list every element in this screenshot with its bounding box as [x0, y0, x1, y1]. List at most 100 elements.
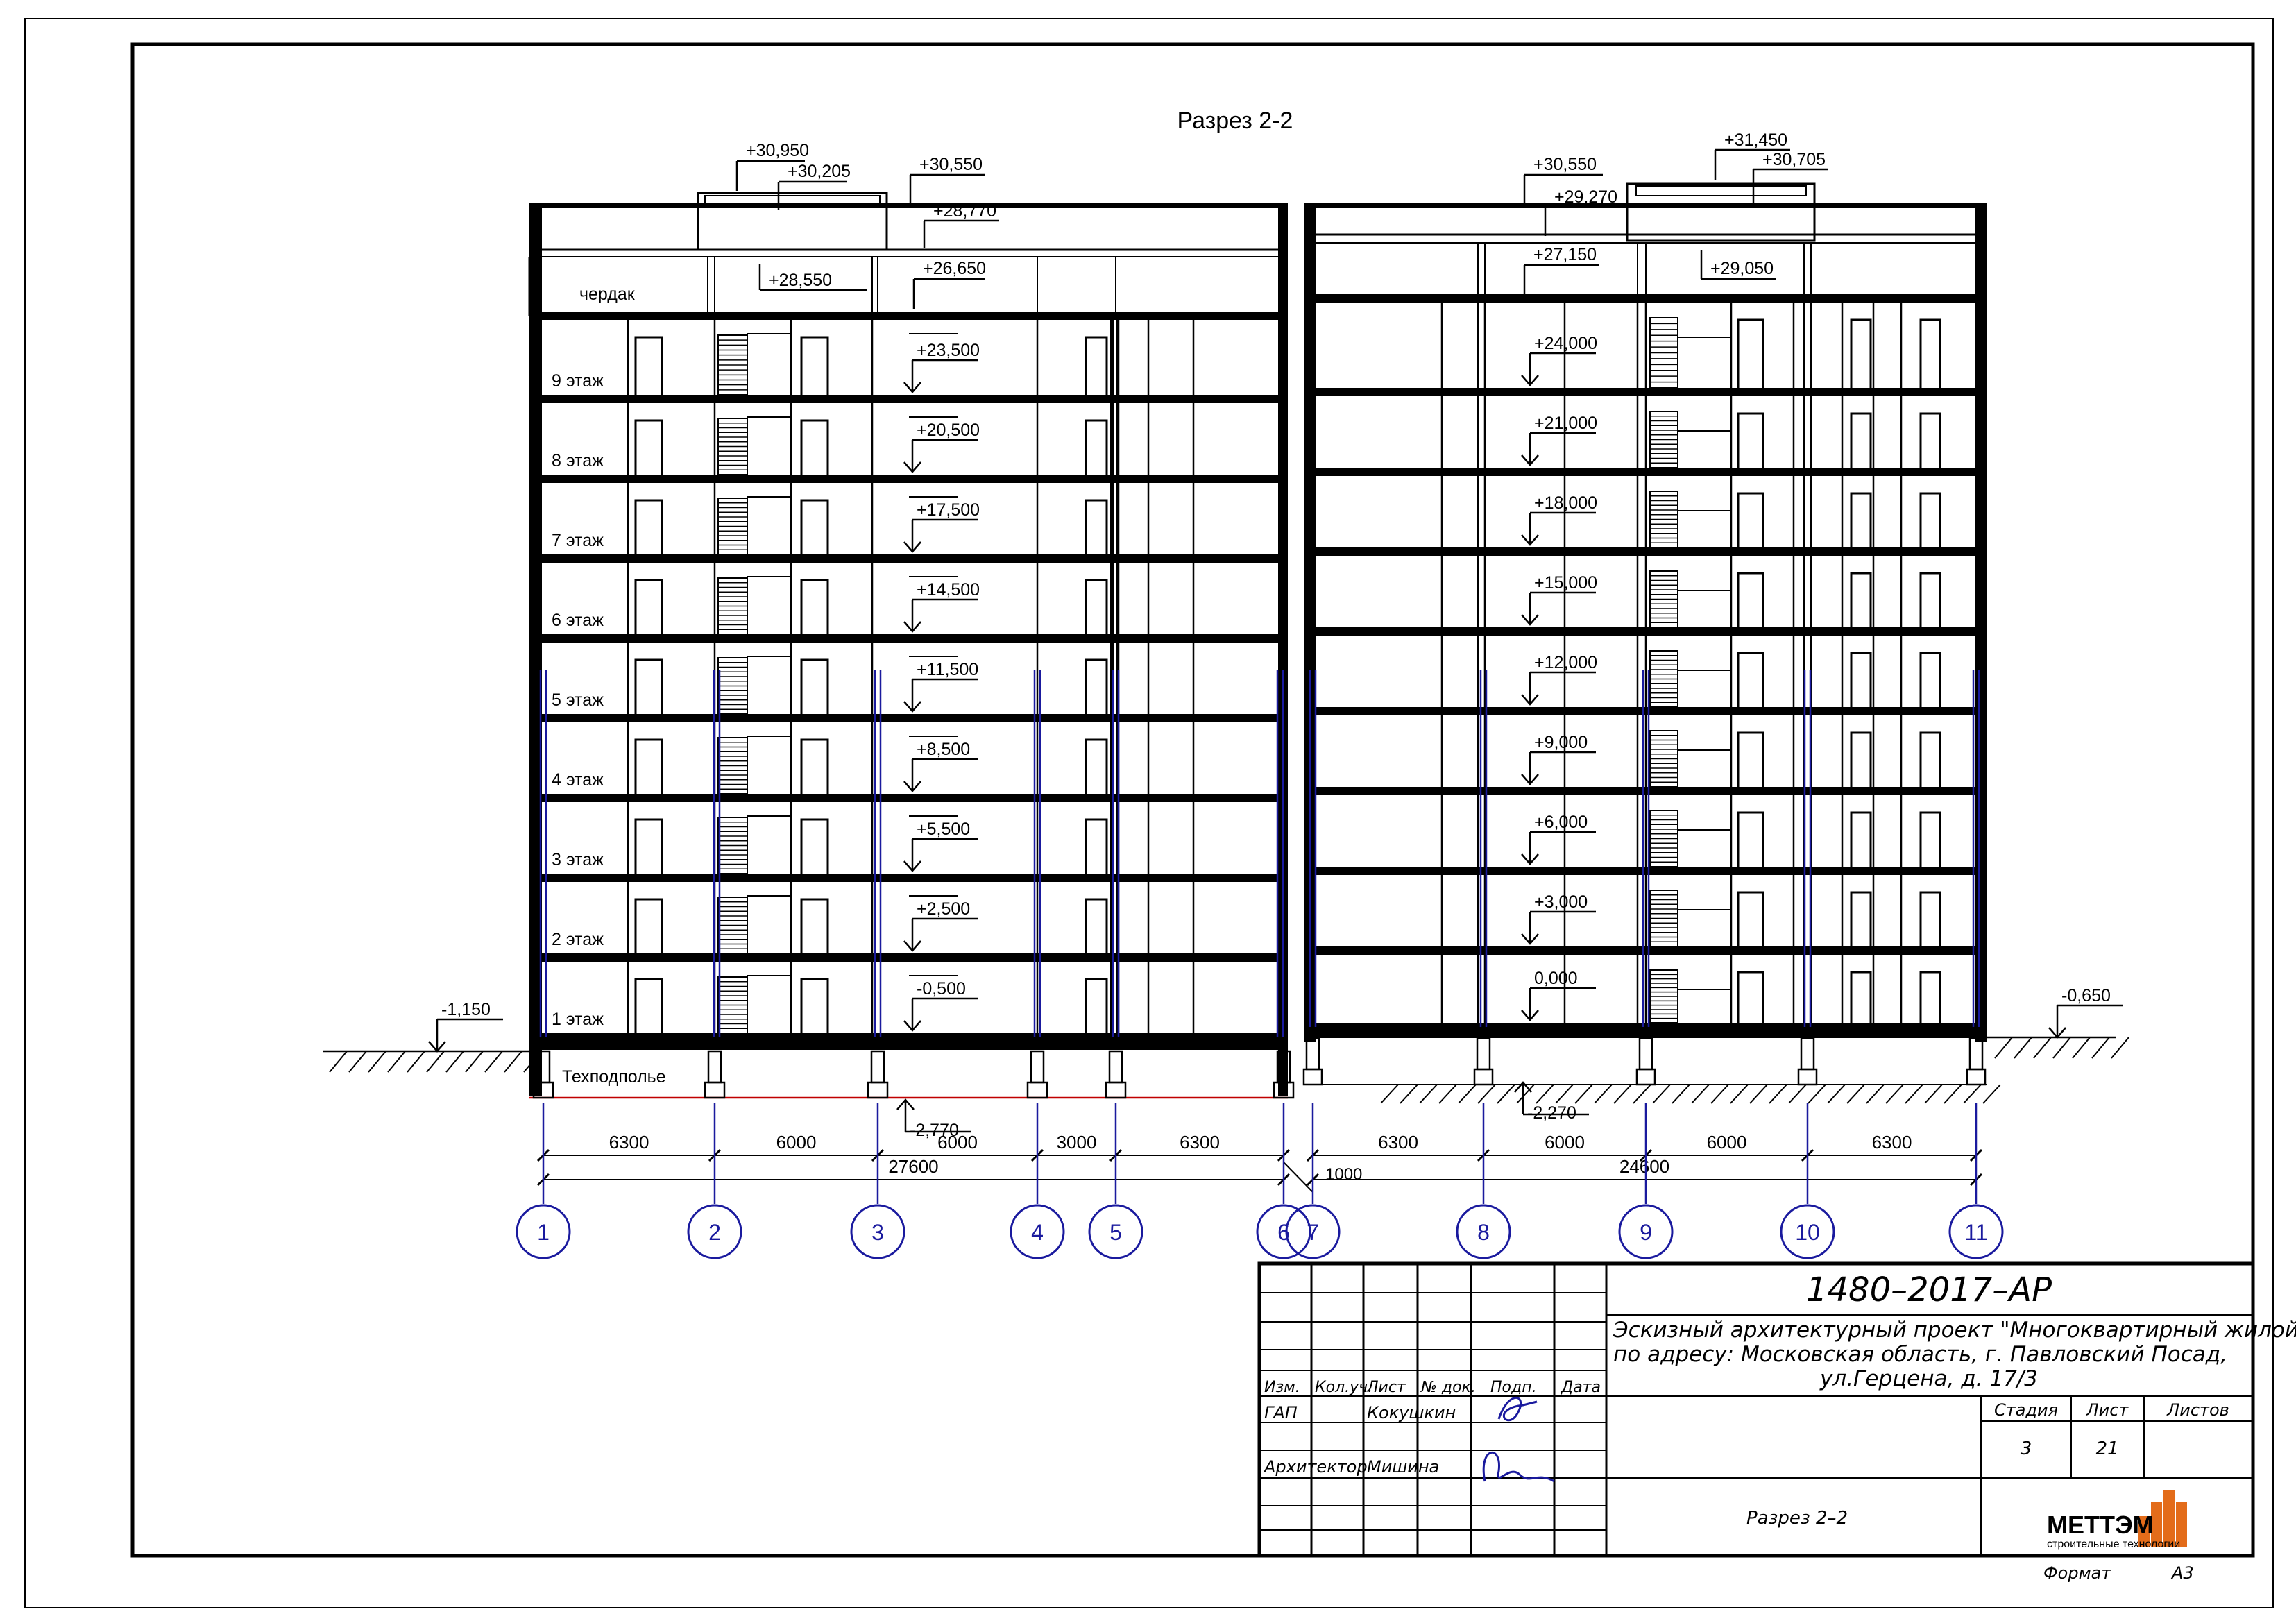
- wall: [1116, 483, 1119, 554]
- door-opening: [634, 336, 663, 395]
- left-floor-slab: [529, 714, 1288, 722]
- door-opening: [1919, 731, 1941, 787]
- door-opening: [1919, 412, 1941, 468]
- pile-cap: [1966, 1068, 1987, 1086]
- ground-hatch: [445, 1051, 464, 1073]
- left-floor-slab: [529, 953, 1288, 962]
- level-mark: +3,000: [1534, 892, 1588, 912]
- wall: [1110, 563, 1114, 634]
- ground-hatch: [1749, 1084, 1768, 1104]
- wall: [1110, 320, 1114, 395]
- pile-column: [707, 1050, 722, 1084]
- level-mark: +5,500: [917, 819, 970, 839]
- ground-hatch: [1438, 1084, 1457, 1104]
- axis-label: 7: [1307, 1220, 1319, 1245]
- drawing-code: 1480–2017–АР: [1806, 1271, 2052, 1309]
- ground-hatch: [1536, 1084, 1554, 1104]
- wall: [1110, 403, 1114, 475]
- ground-hatch: [1555, 1084, 1574, 1104]
- ground-hatch: [1710, 1084, 1729, 1104]
- axis-bubble: [1618, 1204, 1674, 1259]
- wall: [1110, 882, 1114, 953]
- pile-column: [1305, 1037, 1320, 1071]
- ground-hatch: [484, 1051, 503, 1073]
- right-floor-slab: [1304, 468, 1987, 476]
- level-mark: +8,500: [917, 740, 970, 759]
- format-label: Формат: [2043, 1563, 2111, 1583]
- door-opening: [634, 499, 663, 554]
- door-opening: [1850, 971, 1872, 1023]
- sheet-label: Лист: [2086, 1400, 2129, 1420]
- level-mark: -2,770: [910, 1121, 959, 1140]
- door-opening: [1850, 572, 1872, 627]
- level-mark: +21,000: [1534, 414, 1597, 433]
- axis-bubble: [1285, 1204, 1341, 1259]
- ground-hatch: [1846, 1084, 1865, 1104]
- floor-label: 7 этаж: [552, 531, 604, 550]
- axis-bubble: [1948, 1204, 2004, 1259]
- right-floor-slab: [1304, 547, 1987, 556]
- axis-label: 1: [537, 1220, 550, 1245]
- ground-hatch: [1672, 1084, 1690, 1104]
- ground-hatch: [1769, 1084, 1787, 1104]
- axis-bubble: [1088, 1204, 1143, 1259]
- door-opening: [800, 978, 829, 1033]
- door-opening: [1737, 971, 1764, 1023]
- right-outer-wall: [1975, 206, 1987, 1042]
- right-roof-cap: [1635, 185, 1807, 196]
- pile-column: [870, 1050, 885, 1084]
- ground-hatch: [1982, 1084, 2001, 1104]
- right-floor-slab: [1304, 946, 1987, 955]
- dim-label: 6300: [1180, 1132, 1220, 1153]
- left-floor-slab: [529, 554, 1288, 563]
- ground-hatch: [2052, 1037, 2071, 1059]
- axis-bubble: [850, 1204, 905, 1259]
- ground-hatch: [1458, 1084, 1477, 1104]
- project-line: по адресу: Московская область, г. Павлов…: [1613, 1342, 2227, 1367]
- floor-label: 3 этаж: [552, 850, 604, 869]
- top-mark: +29,270: [1554, 187, 1617, 207]
- right-floor-slab: [1304, 787, 1987, 795]
- ground-hatch: [1808, 1084, 1826, 1104]
- door-opening: [1085, 579, 1108, 634]
- ground-hatch: [1788, 1084, 1807, 1104]
- level-mark: +15,000: [1534, 573, 1597, 593]
- dim-label: 6300: [1378, 1132, 1418, 1153]
- door-opening: [1919, 318, 1941, 388]
- logo-bar: [2138, 1516, 2150, 1547]
- logo-bar: [2151, 1502, 2162, 1547]
- tb-header: Кол.уч.: [1315, 1379, 1372, 1396]
- inner-frame: [130, 42, 2255, 1558]
- ground-hatch: [523, 1051, 542, 1073]
- door-opening: [800, 738, 829, 794]
- left-ground-slab: [529, 1037, 1288, 1050]
- pile-column: [1108, 1050, 1123, 1084]
- wall: [1116, 403, 1119, 475]
- door-opening: [800, 658, 829, 714]
- door-opening: [1085, 978, 1108, 1033]
- door-opening: [1919, 652, 1941, 707]
- logo-bar: [2163, 1490, 2175, 1547]
- ground-hatch: [1380, 1084, 1399, 1104]
- ground-hatch: [1866, 1084, 1885, 1104]
- pile-cap: [1797, 1068, 1818, 1086]
- top-mark: +30,950: [746, 141, 809, 160]
- drawing-name: Разрез 2–2: [1746, 1508, 1848, 1529]
- door-opening: [1850, 652, 1872, 707]
- door-opening: [634, 898, 663, 953]
- axis-label: 3: [871, 1220, 884, 1245]
- wall: [1110, 962, 1114, 1033]
- pile-cap: [1635, 1068, 1656, 1086]
- door-opening: [1085, 336, 1108, 395]
- attic-label: чердак: [579, 284, 636, 304]
- format-value: А3: [2170, 1563, 2194, 1583]
- right-party-wall: [1304, 206, 1316, 1042]
- axis-label: 2: [708, 1220, 721, 1245]
- wall: [1110, 722, 1114, 794]
- axis-bubble: [1456, 1204, 1511, 1259]
- axis-label: 4: [1031, 1220, 1044, 1245]
- ground-hatch: [1691, 1084, 1710, 1104]
- level-mark: +12,000: [1534, 653, 1597, 672]
- left-roof-cap: [704, 195, 881, 206]
- door-opening: [1919, 811, 1941, 867]
